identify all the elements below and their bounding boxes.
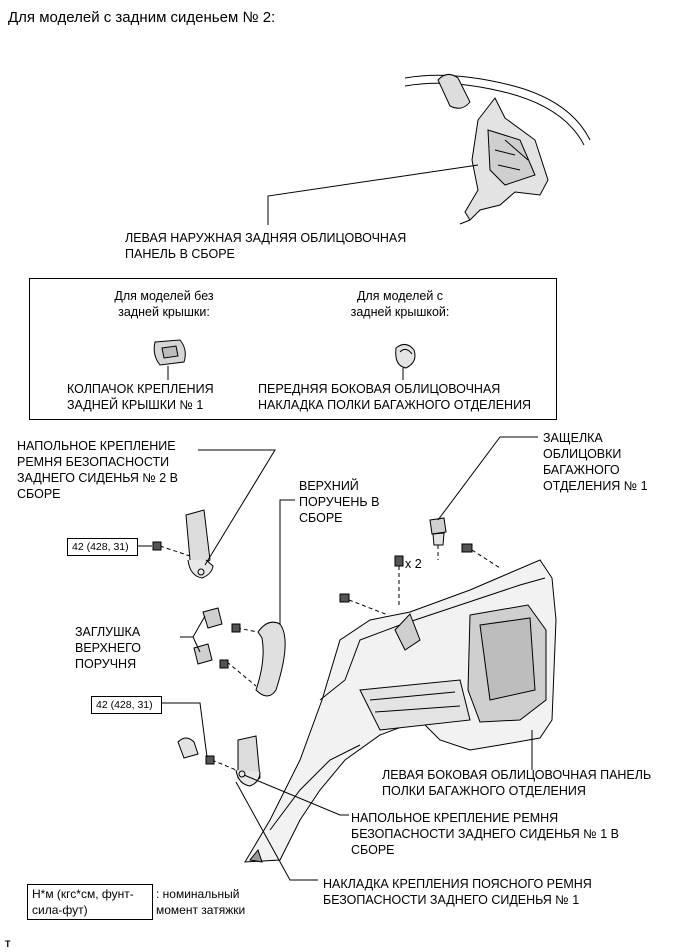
- trim-clip-illustration: [429, 517, 447, 560]
- handle-plug-illustration: [193, 607, 223, 665]
- label-upper-trim-panel: ЛЕВАЯ НАРУЖНАЯ ЗАДНЯЯ ОБЛИЦОВОЧНАЯ ПАНЕЛ…: [125, 231, 407, 261]
- bolts-illustration: [339, 543, 501, 616]
- label-trim-clip: ЗАЩЕЛКА ОБЛИЦОВКИ БАГАЖНОГО ОТДЕЛЕНИЯ № …: [543, 431, 648, 493]
- torque-spec-1: 42 (428, 31): [67, 538, 138, 556]
- page-heading: Для моделей с задним сиденьем № 2:: [8, 9, 276, 26]
- cover-cap-illustration: [153, 339, 186, 380]
- leader-lap-belt-cover: [235, 781, 318, 881]
- label-quantity-x2: x 2: [405, 557, 422, 571]
- label-seat2-belt-anchor: НАПОЛЬНОЕ КРЕПЛЕНИЕ РЕМНЯ БЕЗОПАСНОСТИ З…: [17, 439, 179, 501]
- side-trim-panel-illustration: [244, 559, 557, 863]
- leader-seat1-anchor: [243, 774, 349, 816]
- leader-trim-clip: [437, 436, 538, 521]
- torque-legend-meaning: : номинальный момент затяжки: [156, 887, 246, 917]
- seat2-belt-anchor-illustration: [152, 509, 214, 579]
- lap-belt-cover-illustration: [177, 737, 199, 759]
- label-front-side-trim: ПЕРЕДНЯЯ БОКОВАЯ ОБЛИЦОВОЧНАЯ НАКЛАДКА П…: [258, 382, 532, 412]
- front-side-trim-cap-illustration: [395, 344, 416, 380]
- label-cover-cap: КОЛПАЧОК КРЕПЛЕНИЯ ЗАДНЕЙ КРЫШКИ № 1: [67, 382, 214, 412]
- corner-mark: T: [5, 939, 11, 949]
- label-lap-belt-cover: НАКЛАДКА КРЕПЛЕНИЯ ПОЯСНОГО РЕМНЯ БЕЗОПА…: [323, 877, 592, 907]
- variant-box: [29, 278, 557, 420]
- upper-trim-panel-illustration: [404, 74, 591, 225]
- seat1-belt-anchor-illustration: [205, 735, 261, 787]
- leader-upper-panel: [267, 164, 479, 225]
- label-seat1-belt-anchor: НАПОЛЬНОЕ КРЕПЛЕНИЕ РЕМНЯ БЕЗОПАСНОСТИ З…: [351, 811, 619, 857]
- label-side-trim-panel: ЛЕВАЯ БОКОВАЯ ОБЛИЦОВОЧНАЯ ПАНЕЛЬ ПОЛКИ …: [382, 768, 652, 798]
- label-variant-without-cover: Для моделей без задней крышки:: [114, 289, 214, 319]
- torque-legend-units: Н*м (кгс*см, фунт- сила-фут): [27, 884, 153, 920]
- label-handle-plug: ЗАГЛУШКА ВЕРХНЕГО ПОРУЧНЯ: [75, 625, 141, 671]
- label-variant-with-cover: Для моделей с задней крышкой:: [350, 289, 450, 319]
- leader-seat2-anchor: [198, 449, 276, 566]
- leader-handle-plug: [180, 615, 206, 653]
- upper-handle-illustration: [219, 621, 286, 697]
- leader-torque-2: [162, 702, 208, 758]
- leader-upper-handle: [279, 499, 295, 625]
- label-upper-handle: ВЕРХНИЙ ПОРУЧЕНЬ В СБОРЕ: [299, 479, 380, 525]
- torque-spec-2: 42 (428, 31): [91, 696, 162, 714]
